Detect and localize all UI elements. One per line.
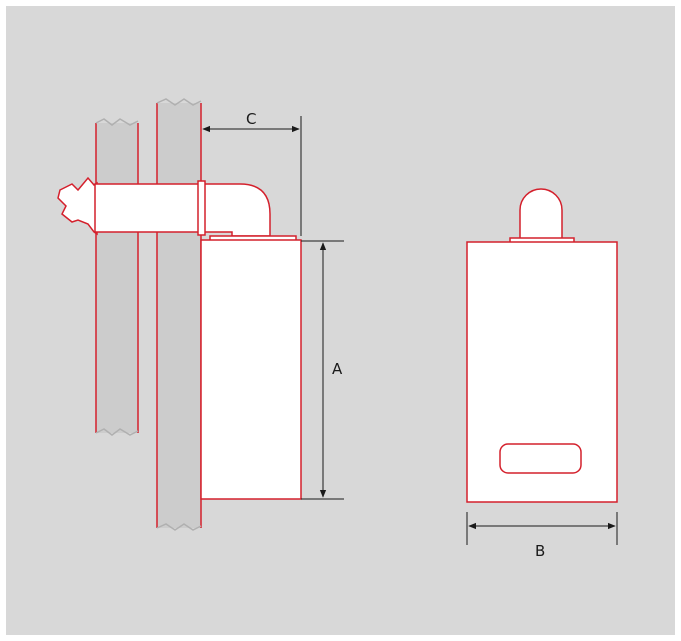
dimension-c-label: C xyxy=(246,110,256,128)
boiler-front-view-icon xyxy=(466,188,618,503)
dimension-c xyxy=(202,116,302,236)
dimension-b xyxy=(466,512,618,545)
dimension-a xyxy=(301,240,344,500)
dimension-b-label: B xyxy=(535,542,545,560)
front-display-window xyxy=(499,443,582,474)
flue-elbow-icon xyxy=(57,176,297,242)
side-view xyxy=(57,98,302,531)
front-view xyxy=(466,188,618,503)
boiler-side-body xyxy=(200,239,302,500)
dimension-a-label: A xyxy=(332,360,343,378)
